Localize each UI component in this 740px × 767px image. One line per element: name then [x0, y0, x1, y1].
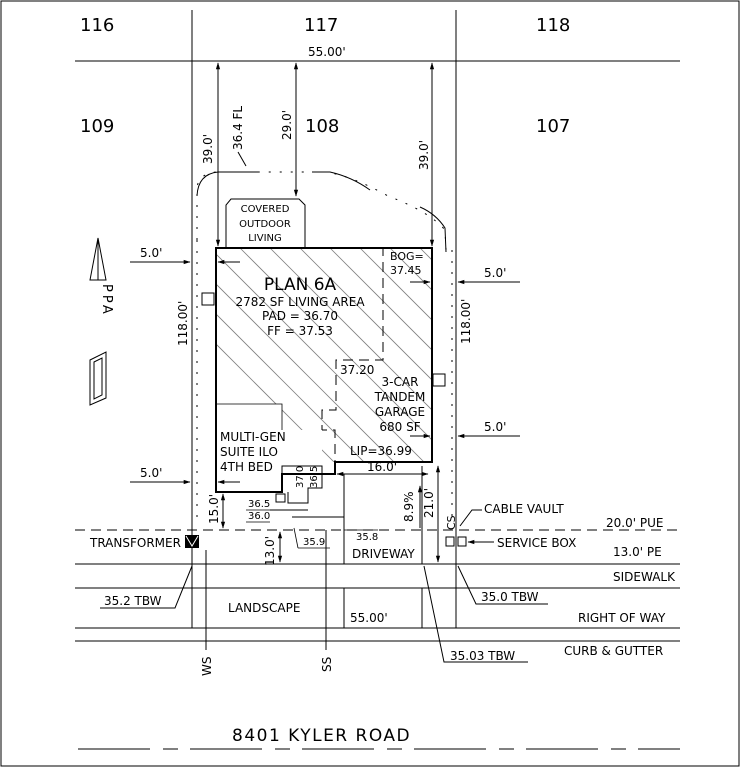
rear-swale-solid	[196, 171, 258, 197]
multigen-label-1: MULTI-GEN	[220, 430, 286, 444]
dim-slope: 8.9%	[402, 492, 416, 523]
rear-swale	[196, 171, 447, 251]
living-area: 2782 SF LIVING AREA	[235, 295, 365, 309]
plan-title: PLAN 6A	[264, 275, 337, 295]
north-arrow-icon: PPA	[89, 237, 114, 406]
cable-vault-icon	[445, 536, 455, 547]
elev-35-9-leader-2	[293, 527, 299, 549]
ws-label: WS	[200, 657, 214, 676]
house-hatch	[216, 248, 432, 492]
dim-depth-right: 118.00'	[459, 299, 473, 344]
pe-label: 13.0' PE	[613, 545, 662, 559]
garage-label-1: 3-CAR	[382, 375, 419, 389]
ac-pad-left	[201, 292, 215, 306]
flow-line-leader	[237, 151, 247, 167]
covered-label-1: COVERED	[241, 204, 290, 215]
flow-line-label: 36.4 FL	[231, 106, 245, 150]
garage-label-3: GARAGE	[375, 405, 425, 419]
house-footprint	[215, 247, 433, 493]
covered-label-3: LIVING	[248, 233, 282, 244]
dim-rear-center: 29.0'	[280, 110, 294, 140]
garage-label-2: TANDEM	[374, 390, 426, 404]
porch-step	[275, 493, 286, 503]
tbw-right-leader	[457, 565, 548, 605]
dim-21: 21.0'	[422, 488, 436, 518]
elev-36-5: 36.5	[248, 499, 270, 510]
ss-label: SS	[320, 657, 334, 672]
sidewalk-label: SIDEWALK	[613, 570, 676, 584]
transformer-label: TRANSFORMER	[89, 536, 181, 550]
multigen-area	[216, 404, 335, 492]
driveway-label: DRIVEWAY	[352, 547, 415, 561]
road-name: 8401 KYLER ROAD	[232, 726, 411, 746]
cable-vault-leader	[459, 509, 482, 527]
porch	[281, 465, 323, 504]
dim-rear-left: 39.0'	[201, 134, 215, 164]
tbw-right: 35.0 TBW	[481, 590, 539, 604]
landscape-label: LANDSCAPE	[228, 601, 300, 615]
finished-floor: FF = 37.53	[267, 324, 333, 338]
lot-116: 116	[80, 15, 114, 36]
dim-front-13: 13.0'	[263, 536, 277, 566]
elev-36-0: 36.0	[248, 511, 270, 522]
lot-109: 109	[80, 116, 114, 137]
dim-rear-right: 39.0'	[417, 140, 431, 170]
cable-vault-label: CABLE VAULT	[484, 502, 564, 516]
tbw-left-leader	[100, 565, 193, 609]
tbw-center: 35.03 TBW	[450, 649, 515, 663]
bog-value: 37.45	[390, 264, 422, 277]
curb-label: CURB & GUTTER	[564, 644, 663, 658]
transformer-icon	[185, 535, 199, 548]
lot-118: 118	[536, 15, 570, 36]
pue-label: 20.0' PUE	[606, 516, 663, 530]
tbw-left: 35.2 TBW	[104, 594, 162, 608]
dim-depth-left: 118.00'	[176, 301, 190, 346]
dim-top-width: 55.00'	[308, 45, 346, 59]
ac-pad-right	[432, 373, 446, 387]
multigen-label-2: SUITE ILO	[220, 445, 278, 459]
rear-swale-solid-3	[419, 206, 447, 253]
garage-label-4: 680 SF	[379, 420, 420, 434]
lot-lines	[75, 10, 680, 628]
multigen-label-3: 4TH BED	[220, 460, 273, 474]
dim-side-right2: 5.0'	[484, 420, 506, 434]
dim-driveway: 16.0'	[367, 460, 397, 474]
elev-36-5-vert: 36.5	[309, 466, 320, 488]
row-label: RIGHT OF WAY	[578, 611, 666, 625]
tbw-center-leader	[423, 565, 528, 663]
bog-label: BOG=	[390, 250, 424, 263]
dim-side-left: 5.0'	[140, 246, 162, 260]
pad-elevation: PAD = 36.70	[262, 309, 338, 323]
north-arrow-mark: PPA	[99, 284, 114, 317]
service-box-icon	[457, 536, 467, 547]
dim-bottom-width: 55.00'	[350, 611, 388, 625]
dim-side-right: 5.0'	[484, 266, 506, 280]
garage-elev: 37.20	[340, 363, 374, 377]
multigen-outline	[216, 403, 283, 430]
service-box-label: SERVICE BOX	[497, 536, 576, 550]
lot-107: 107	[536, 116, 570, 137]
covered-outdoor-living	[225, 198, 306, 248]
cs-label: CS	[445, 515, 458, 530]
lot-117: 117	[304, 15, 338, 36]
rear-swale-solid-2	[312, 171, 371, 191]
elev-35-9: 35.9	[303, 537, 325, 548]
dim-front-15: 15.0'	[207, 494, 221, 524]
lot-108: 108	[305, 116, 339, 137]
elev-35-8: 35.8	[356, 532, 378, 543]
covered-label-2: OUTDOOR	[239, 219, 291, 230]
lip-label: LIP=36.99	[350, 444, 412, 458]
elev-37-0: 37.0	[295, 466, 306, 488]
dim-side-left2: 5.0'	[140, 466, 162, 480]
